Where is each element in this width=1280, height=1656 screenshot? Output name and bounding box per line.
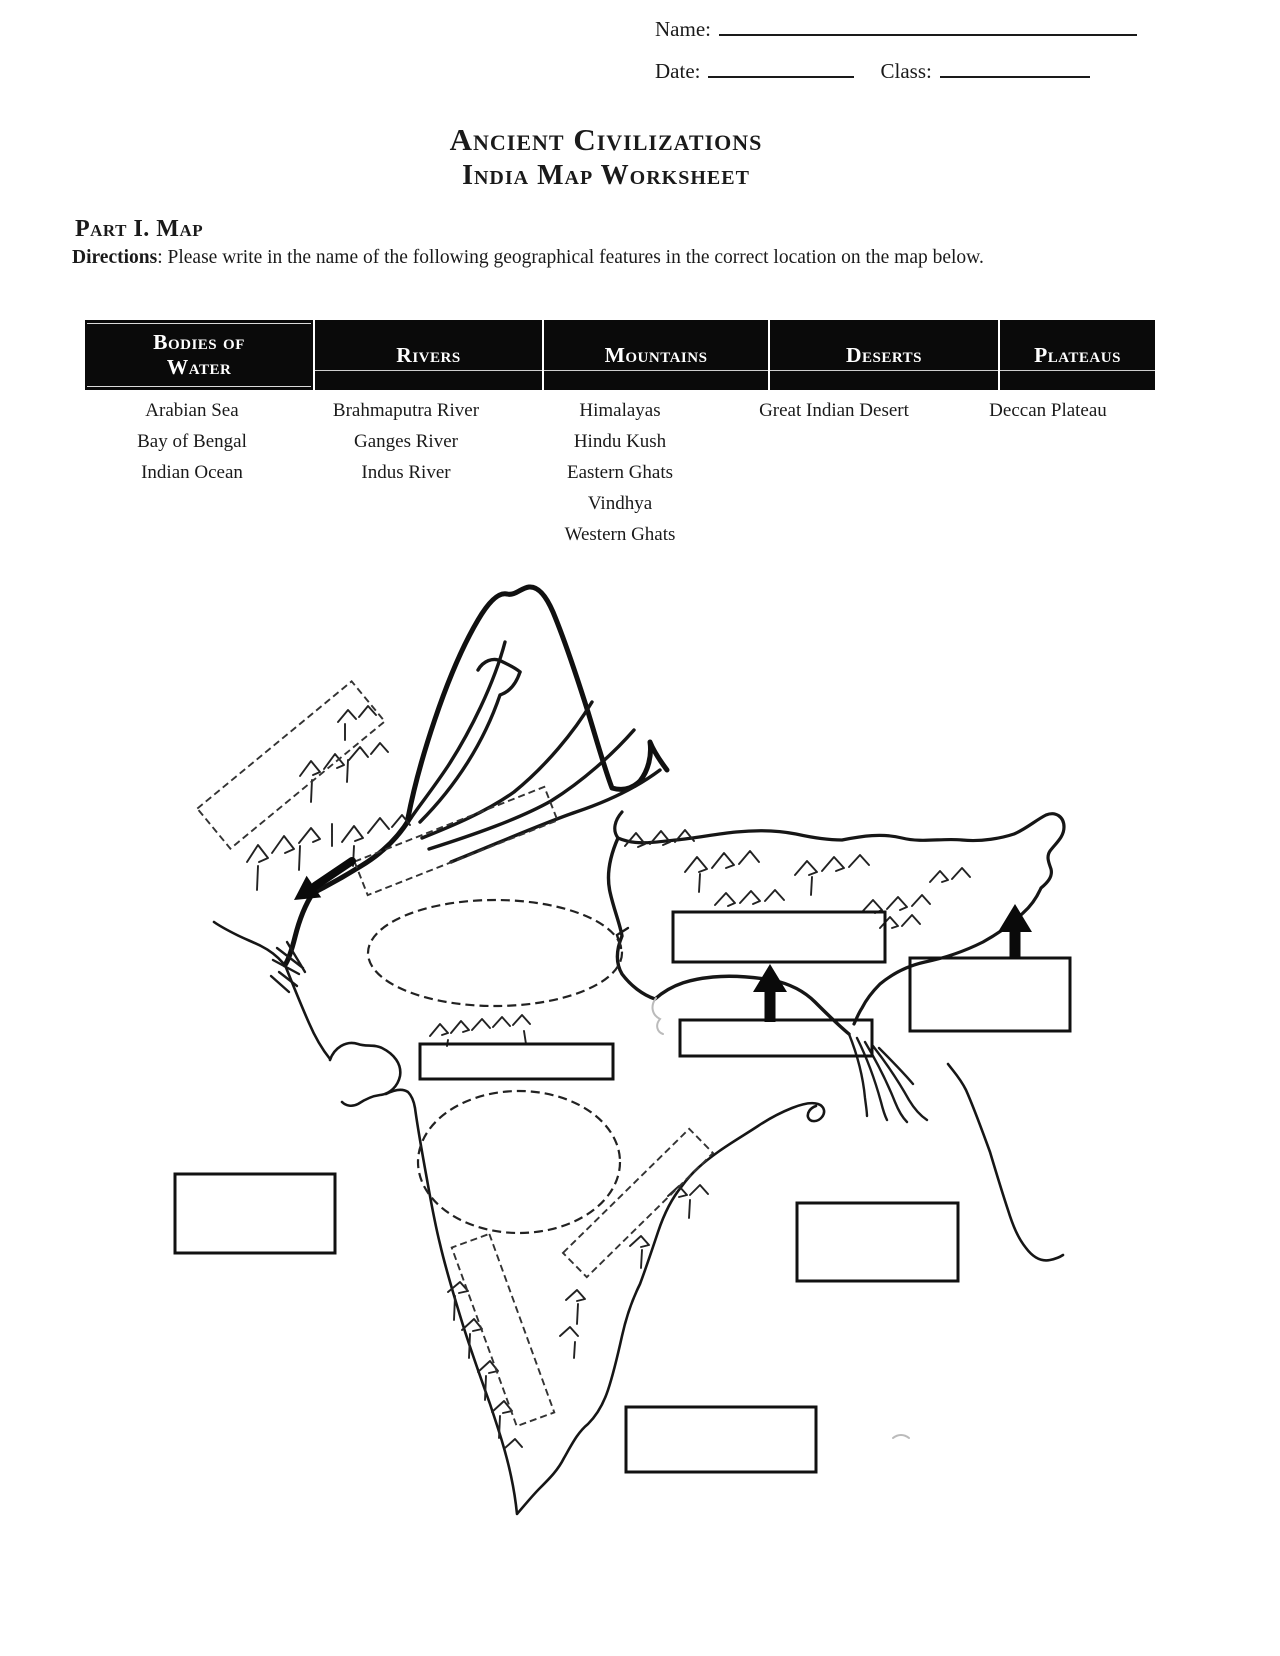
title-block: Ancient Civilizations India Map Workshee…	[0, 122, 1212, 192]
india-coastline	[212, 920, 826, 1516]
feature-item: Bay of Bengal	[137, 431, 247, 452]
feature-item: Vindhya	[587, 493, 653, 514]
blank-label-boxes	[173, 679, 1072, 1474]
features-table-header: Bodies of Water Rivers Mountains Deserts…	[85, 320, 1155, 390]
column-plateaus: Deccan Plateau	[941, 395, 1155, 550]
blank-box-hindu-kush-region[interactable]	[195, 679, 387, 851]
feature-item: Indian Ocean	[141, 462, 243, 483]
column-header-label: Mountains	[604, 342, 708, 367]
pointer-arrows	[294, 857, 1032, 1022]
column-header-label: Bodies of Water	[153, 330, 245, 379]
feature-item: Deccan Plateau	[989, 400, 1107, 421]
southwest-arrow-to-indus	[294, 857, 356, 900]
up-arrow-to-brahmaputra	[998, 904, 1032, 959]
hindu-kush-ridge-marks	[246, 705, 411, 891]
column-header-rivers: Rivers	[313, 320, 542, 390]
directions-body: : Please write in the name of the follow…	[157, 247, 984, 268]
blank-box-arabian-sea-region[interactable]	[173, 1172, 337, 1255]
desert-region-ellipse	[366, 898, 624, 1008]
blank-box-bay-of-bengal-region[interactable]	[795, 1201, 960, 1283]
column-header-plateaus: Plateaus	[998, 320, 1155, 390]
features-table: Bodies of Water Rivers Mountains Deserts…	[85, 320, 1155, 550]
indus-river-system	[269, 640, 662, 994]
plateau-region-ellipse	[416, 1089, 622, 1235]
name-row: Name:	[655, 12, 1137, 42]
directions-label: Directions	[72, 247, 158, 268]
blank-box-western-ghats-region[interactable]	[450, 1232, 556, 1428]
column-header-label: Plateaus	[1034, 342, 1121, 367]
name-label: Name:	[655, 17, 711, 42]
blank-box-ganges-region[interactable]	[678, 1018, 874, 1058]
date-label: Date:	[655, 59, 701, 84]
feature-item: Arabian Sea	[145, 400, 239, 421]
column-rivers: Brahmaputra River Ganges River Indus Riv…	[299, 395, 513, 550]
feature-item: Great Indian Desert	[759, 400, 909, 421]
class-label: Class:	[880, 59, 932, 84]
blank-box-indus-region[interactable]	[353, 785, 559, 897]
column-header-label: Rivers	[396, 342, 461, 367]
page-subtitle: India Map Worksheet	[462, 160, 750, 191]
feature-item: Eastern Ghats	[566, 462, 674, 483]
feature-item: Ganges River	[354, 431, 458, 452]
name-blank-line[interactable]	[718, 12, 1137, 37]
date-class-row: Date: Class:	[655, 54, 1137, 84]
column-header-mountains: Mountains	[542, 320, 768, 390]
mountain-ridge-marks	[246, 705, 971, 1449]
student-fields: Name: Date: Class:	[655, 12, 1137, 96]
column-bodies-of-water: Arabian Sea Bay of Bengal Indian Ocean	[85, 395, 299, 550]
feature-item: Hindu Kush	[573, 431, 667, 452]
date-blank-line[interactable]	[708, 54, 855, 79]
features-table-body: Arabian Sea Bay of Bengal Indian Ocean B…	[85, 390, 1155, 550]
western-ghats-ridge-marks	[447, 1281, 523, 1449]
column-deserts: Great Indian Desert	[727, 395, 941, 550]
feature-item: Western Ghats	[564, 524, 676, 545]
column-mountains: Himalayas Hindu Kush Eastern Ghats Vindh…	[513, 395, 727, 550]
blank-box-brahmaputra-region[interactable]	[908, 956, 1072, 1033]
kashmir-himalaya-outline	[405, 584, 670, 821]
faint-marks	[651, 997, 910, 1439]
north-border-and-northeast-outline	[613, 810, 1066, 1262]
up-arrow-to-ganges	[753, 964, 787, 1022]
blank-box-himalaya-region[interactable]	[671, 910, 887, 964]
blank-box-indian-ocean-region[interactable]	[624, 1405, 818, 1474]
class-blank-line[interactable]	[939, 54, 1090, 79]
blank-box-eastern-ghats-region[interactable]	[561, 1127, 715, 1279]
feature-item: Indus River	[361, 462, 451, 483]
page-title: Ancient Civilizations	[449, 122, 763, 157]
column-header-label: Deserts	[845, 342, 923, 367]
column-header-deserts: Deserts	[768, 320, 998, 390]
feature-item: Brahmaputra River	[332, 400, 480, 421]
eastern-ghats-ridge-marks	[559, 1184, 709, 1359]
directions-text: Directions: Please write in the name of …	[72, 247, 1132, 269]
part-heading: Part I. Map	[75, 216, 204, 242]
blank-box-vindhya-region[interactable]	[418, 1042, 615, 1081]
column-header-bodies-of-water: Bodies of Water	[85, 320, 313, 390]
feature-item: Himalayas	[579, 400, 661, 421]
vindhya-ridge-marks	[429, 1014, 531, 1047]
himalaya-ridge-marks	[624, 829, 971, 929]
